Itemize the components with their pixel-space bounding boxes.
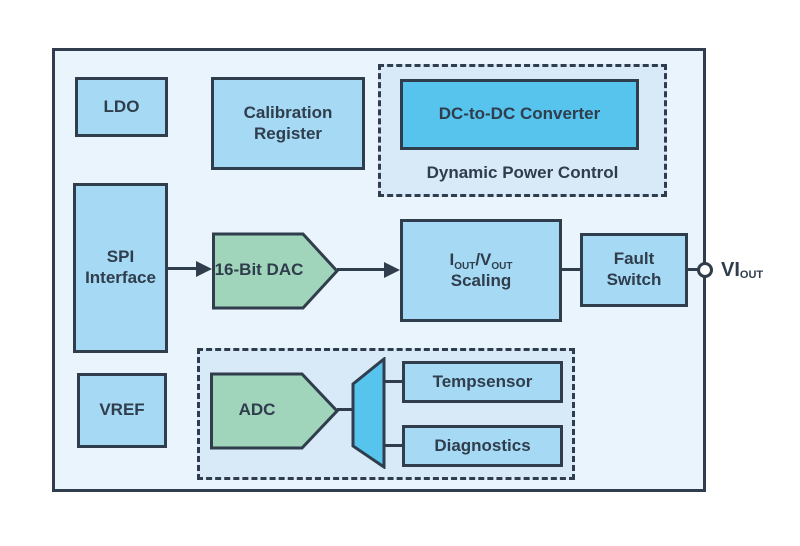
vout-sub: OUT (491, 260, 513, 272)
adc-polygon (210, 372, 339, 450)
calibration-register-block: Calibration Register (211, 77, 365, 170)
tempsensor-block: Tempsensor (402, 361, 563, 403)
spi-interface-label: SPI Interface (85, 247, 156, 287)
scaling-to-fault-connector (562, 268, 580, 271)
spi-to-dac-arrow-line (168, 267, 199, 270)
fault-switch-label: Fault Switch (606, 249, 662, 289)
tempsensor-label: Tempsensor (432, 371, 533, 391)
dc-to-dc-converter-label: DC-to-DC Converter (438, 104, 601, 124)
diagnostics-label: Diagnostics (434, 435, 531, 455)
spi-interface-block: SPI Interface (73, 183, 168, 353)
fault-to-output-connector (688, 268, 699, 271)
dc-to-dc-converter-block: DC-to-DC Converter (400, 79, 639, 150)
vref-block: VREF (77, 373, 167, 448)
adc-shape (210, 372, 339, 450)
dac-label: 16-Bit DAC (214, 260, 304, 280)
ldo-block: LDO (75, 77, 168, 137)
dac-to-scaling-arrow-line (337, 268, 386, 271)
mux-polygon (351, 357, 386, 469)
output-pin-sub: OUT (739, 269, 764, 281)
vout-main: /V (475, 249, 492, 269)
mux-to-tempsensor-connector (383, 380, 403, 383)
dac-shape (212, 232, 339, 310)
dac-polygon (212, 232, 339, 310)
vref-label: VREF (99, 400, 145, 420)
mux-shape (351, 357, 386, 469)
output-pin-main: VI (721, 258, 740, 281)
diagnostics-block: Diagnostics (402, 425, 563, 467)
adc-to-mux-connector (337, 408, 354, 411)
ldo-label: LDO (103, 96, 140, 116)
fault-switch-block: Fault Switch (580, 233, 688, 307)
iout-main: I (449, 249, 455, 269)
scaling-label: Scaling (450, 270, 512, 290)
iout-vout-label: IOUT/VOUT (449, 249, 513, 272)
adc-label: ADC (238, 400, 276, 420)
dac-to-scaling-arrow-head (384, 262, 400, 278)
iout-vout-scaling-block: IOUT/VOUT Scaling (400, 219, 562, 322)
output-terminal (697, 262, 713, 278)
dynamic-power-control-label: Dynamic Power Control (426, 163, 619, 182)
calibration-register-label: Calibration Register (243, 102, 333, 143)
spi-to-dac-arrow-head (196, 261, 212, 277)
iout-sub: OUT (454, 260, 476, 272)
mux-to-diagnostics-connector (383, 444, 403, 447)
